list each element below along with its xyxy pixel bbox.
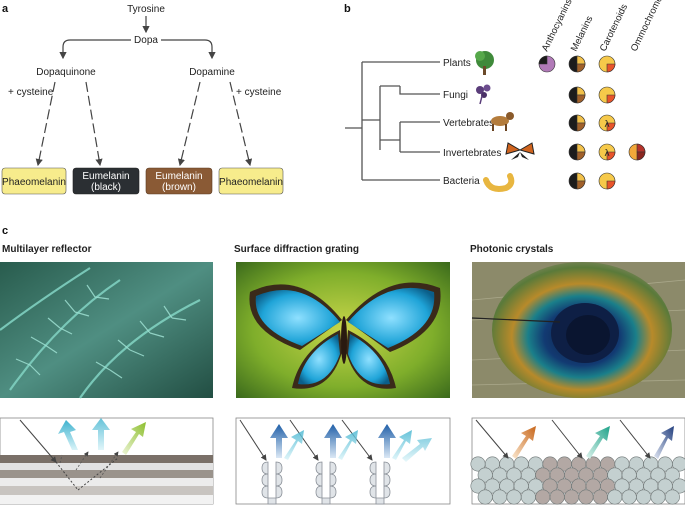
- taxon-invertebrates: Invertebrates: [443, 148, 501, 159]
- panel-b-label: b: [344, 3, 351, 15]
- lambda-vertebrates: λ: [604, 120, 610, 130]
- product-phaeomelanin-right: Phaeomelanin: [218, 167, 284, 195]
- lattice-sphere: [650, 489, 666, 505]
- title-photonic: Photonic crystals: [470, 244, 554, 255]
- pigment-melanin-plants: [568, 55, 586, 73]
- product-phaeomelanin-left: Phaeomelanin: [1, 167, 67, 195]
- dopa-label: Dopa: [134, 35, 158, 46]
- lattice-sphere: [636, 489, 652, 505]
- pigment-melanin-invertebrates: [568, 143, 586, 161]
- taxon-plants: Plants: [443, 58, 471, 69]
- bacterium-icon: [483, 173, 515, 192]
- diffraction-arrow: [392, 430, 412, 460]
- diffraction-arrow: [378, 424, 396, 458]
- column-melanins: Melanins: [569, 14, 596, 53]
- lattice-sphere: [621, 489, 637, 505]
- pigment-melanin-fungi: [568, 86, 586, 104]
- reflection-arrow-teal: [586, 426, 610, 459]
- pigment-carotenoid-plants: [598, 55, 616, 73]
- photonic-crystal-diagram: [470, 417, 685, 505]
- morpho-butterfly-photo: [236, 262, 450, 398]
- phylogenetic-tree: Plants Fungi Vertebrates Invertebrates B…: [345, 0, 667, 192]
- fern-photo: [0, 262, 213, 399]
- product-eumelanin-brown: Eumelanin (brown): [145, 167, 213, 195]
- lambda-invertebrates: λ: [604, 149, 610, 159]
- lattice-sphere: [520, 489, 536, 505]
- arrow-dopa-dopamine: [161, 39, 216, 60]
- grating-diagram: [235, 417, 451, 505]
- mushroom-icon: [476, 84, 491, 105]
- title-grating: Surface diffraction grating: [234, 244, 359, 255]
- diffraction-arrow: [284, 430, 304, 460]
- arrow-to-phaeomelanin-right: [229, 81, 253, 167]
- reflection-arrow-light: [92, 418, 110, 450]
- box-label: Phaeomelanin: [2, 177, 66, 188]
- dog-icon: [491, 112, 514, 131]
- lattice-sphere: [664, 467, 680, 483]
- arrow-dopa-dopaquinone: [59, 39, 131, 60]
- dopamine-label: Dopamine: [189, 67, 235, 78]
- lattice-sphere: [477, 489, 493, 505]
- lattice-sphere: [578, 489, 594, 505]
- taxon-bacteria: Bacteria: [443, 176, 480, 187]
- sphere-lattice: [470, 456, 685, 505]
- multilayer-diagram: [0, 417, 214, 505]
- tyrosine-label: Tyrosine: [127, 4, 165, 15]
- peacock-feather-photo: [471, 262, 685, 398]
- box-label: Phaeomelanin: [219, 177, 283, 188]
- lattice-sphere: [607, 489, 623, 505]
- lattice-sphere: [672, 456, 685, 472]
- taxon-fungi: Fungi: [443, 90, 468, 101]
- melanin-pathway: Tyrosine Dopa Dopaquinone Dopamine + cys…: [1, 4, 284, 195]
- butterfly-icon: [505, 142, 535, 160]
- pigment-carotenoid-fungi: [598, 86, 616, 104]
- lattice-sphere: [549, 489, 565, 505]
- lattice-sphere: [535, 489, 551, 505]
- column-ommochromes: Ommochromes: [629, 0, 667, 53]
- arrow-to-eumelanin-brown: [177, 81, 201, 167]
- panel-c-label: c: [2, 225, 8, 237]
- tree-icon: [475, 51, 494, 75]
- pigment-carotenoid-vertebrates: [598, 114, 616, 132]
- diffraction-arrow: [270, 424, 288, 458]
- diffraction-arrow: [402, 438, 432, 462]
- box-label: Eumelanin: [155, 171, 202, 182]
- arrow-to-phaeomelanin-left: [35, 81, 56, 167]
- reflection-arrow-orange: [512, 426, 536, 459]
- pigment-carotenoid-invertebrates: [598, 143, 616, 161]
- column-carotenoids: Carotenoids: [598, 2, 630, 53]
- pigment-anthocyanin-plants: [538, 55, 556, 73]
- panel-a-label: a: [2, 3, 9, 15]
- title-multilayer: Multilayer reflector: [2, 244, 92, 255]
- reflection-arrow-green: [122, 422, 146, 455]
- dopaquinone-label: Dopaquinone: [36, 67, 96, 78]
- taxon-vertebrates: Vertebrates: [443, 118, 494, 129]
- box-sublabel: (black): [91, 182, 121, 193]
- box-sublabel: (brown): [162, 182, 196, 193]
- reflection-arrow-navy: [654, 426, 674, 459]
- lattice-sphere: [592, 489, 608, 505]
- box-label: Eumelanin: [82, 171, 129, 182]
- pigment-carotenoid-bacteria: [598, 172, 616, 190]
- lattice-sphere: [564, 489, 580, 505]
- cysteine-left-label: + cysteine: [8, 87, 54, 98]
- pigment-ommochrome-invertebrates: [628, 143, 646, 161]
- pigment-melanin-bacteria: [568, 172, 586, 190]
- product-eumelanin-black: Eumelanin (black): [72, 167, 140, 195]
- diffraction-arrow: [324, 424, 342, 458]
- lattice-sphere: [664, 489, 680, 505]
- arrow-to-eumelanin-black: [85, 81, 103, 167]
- reflection-arrow-cyan: [58, 420, 78, 450]
- lattice-sphere: [672, 478, 685, 494]
- diffraction-arrow: [338, 430, 358, 460]
- pigment-melanin-vertebrates: [568, 114, 586, 132]
- cysteine-right-label: + cysteine: [236, 87, 282, 98]
- lattice-sphere: [492, 489, 508, 505]
- lattice-sphere: [506, 489, 522, 505]
